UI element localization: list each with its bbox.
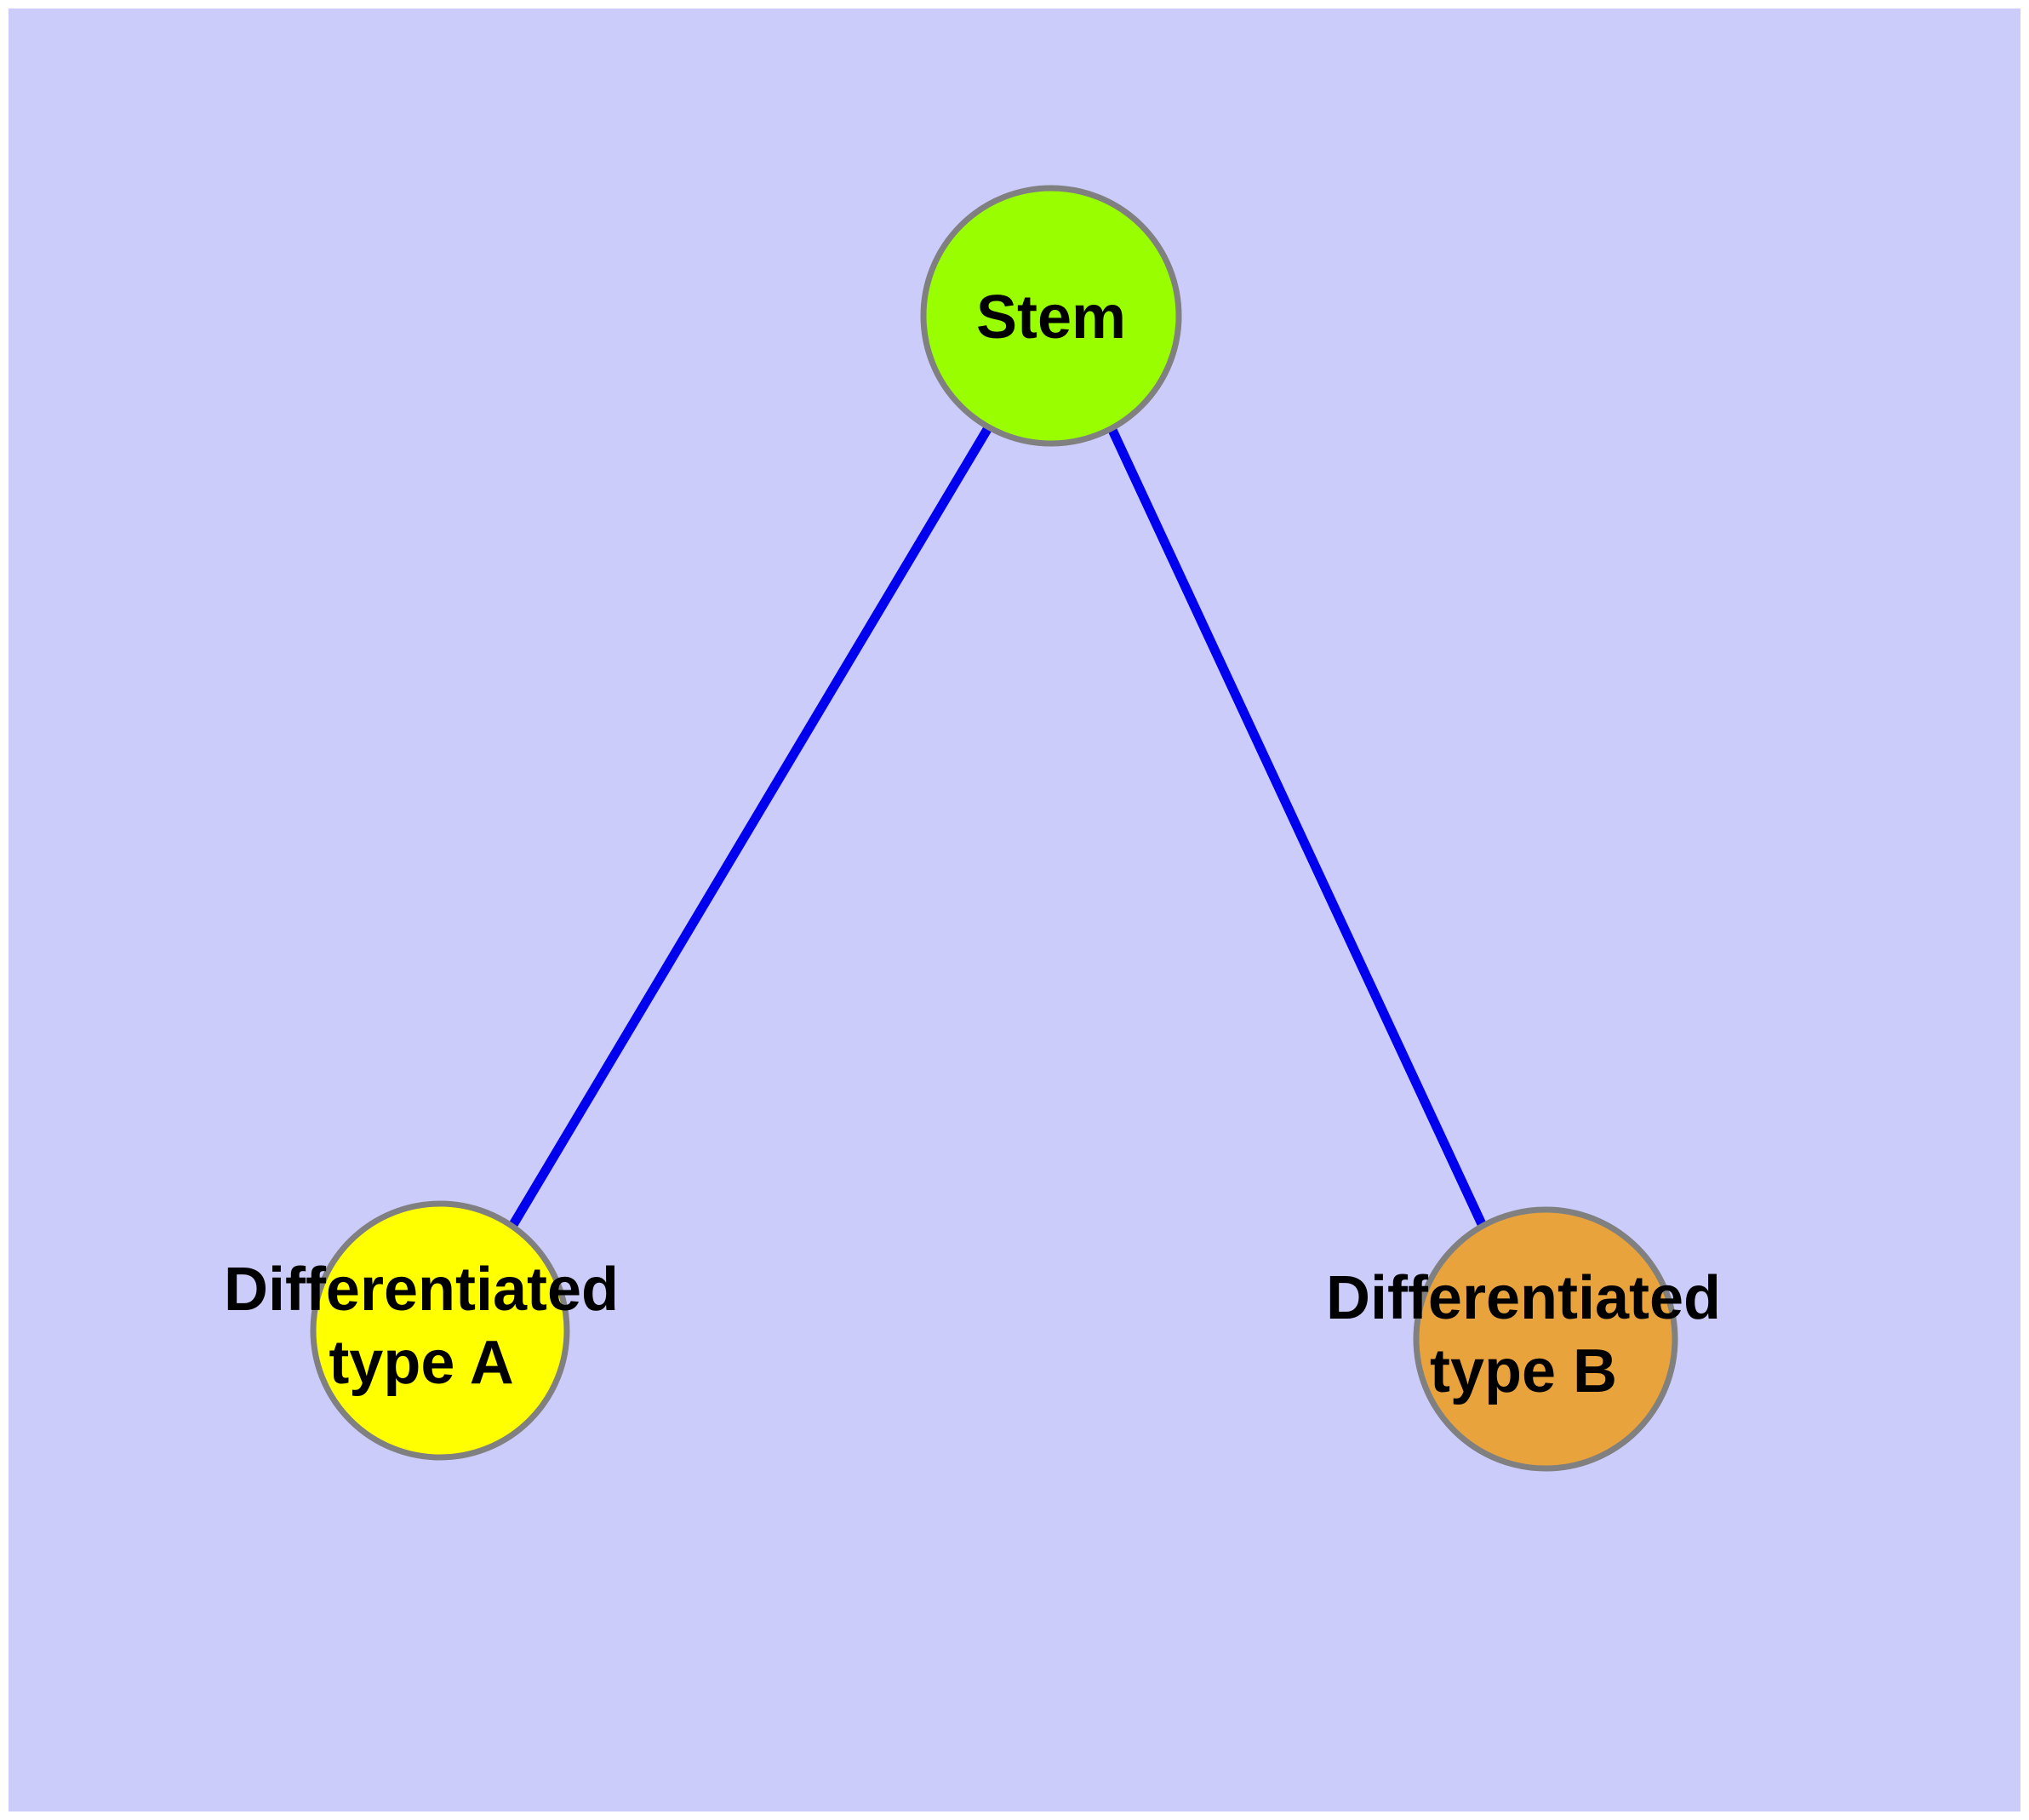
node-label-line: type A (329, 1329, 513, 1397)
node-stem[interactable] (920, 185, 1182, 447)
nodes-layer (310, 185, 1678, 1472)
node-label-line: type B (1430, 1337, 1617, 1405)
node-diff_b[interactable] (1413, 1206, 1678, 1472)
node-label-line: Differentiated (1326, 1264, 1721, 1332)
node-label-stem: Stem (976, 283, 1126, 352)
edge-stem-to-diff_a[interactable] (507, 424, 993, 1230)
node-diff_a[interactable] (310, 1200, 570, 1461)
edges-layer (507, 424, 1486, 1230)
node-label-line: Stem (976, 283, 1126, 352)
edge-stem-to-diff_b[interactable] (1107, 426, 1486, 1227)
node-label-line: Differentiated (224, 1256, 619, 1324)
